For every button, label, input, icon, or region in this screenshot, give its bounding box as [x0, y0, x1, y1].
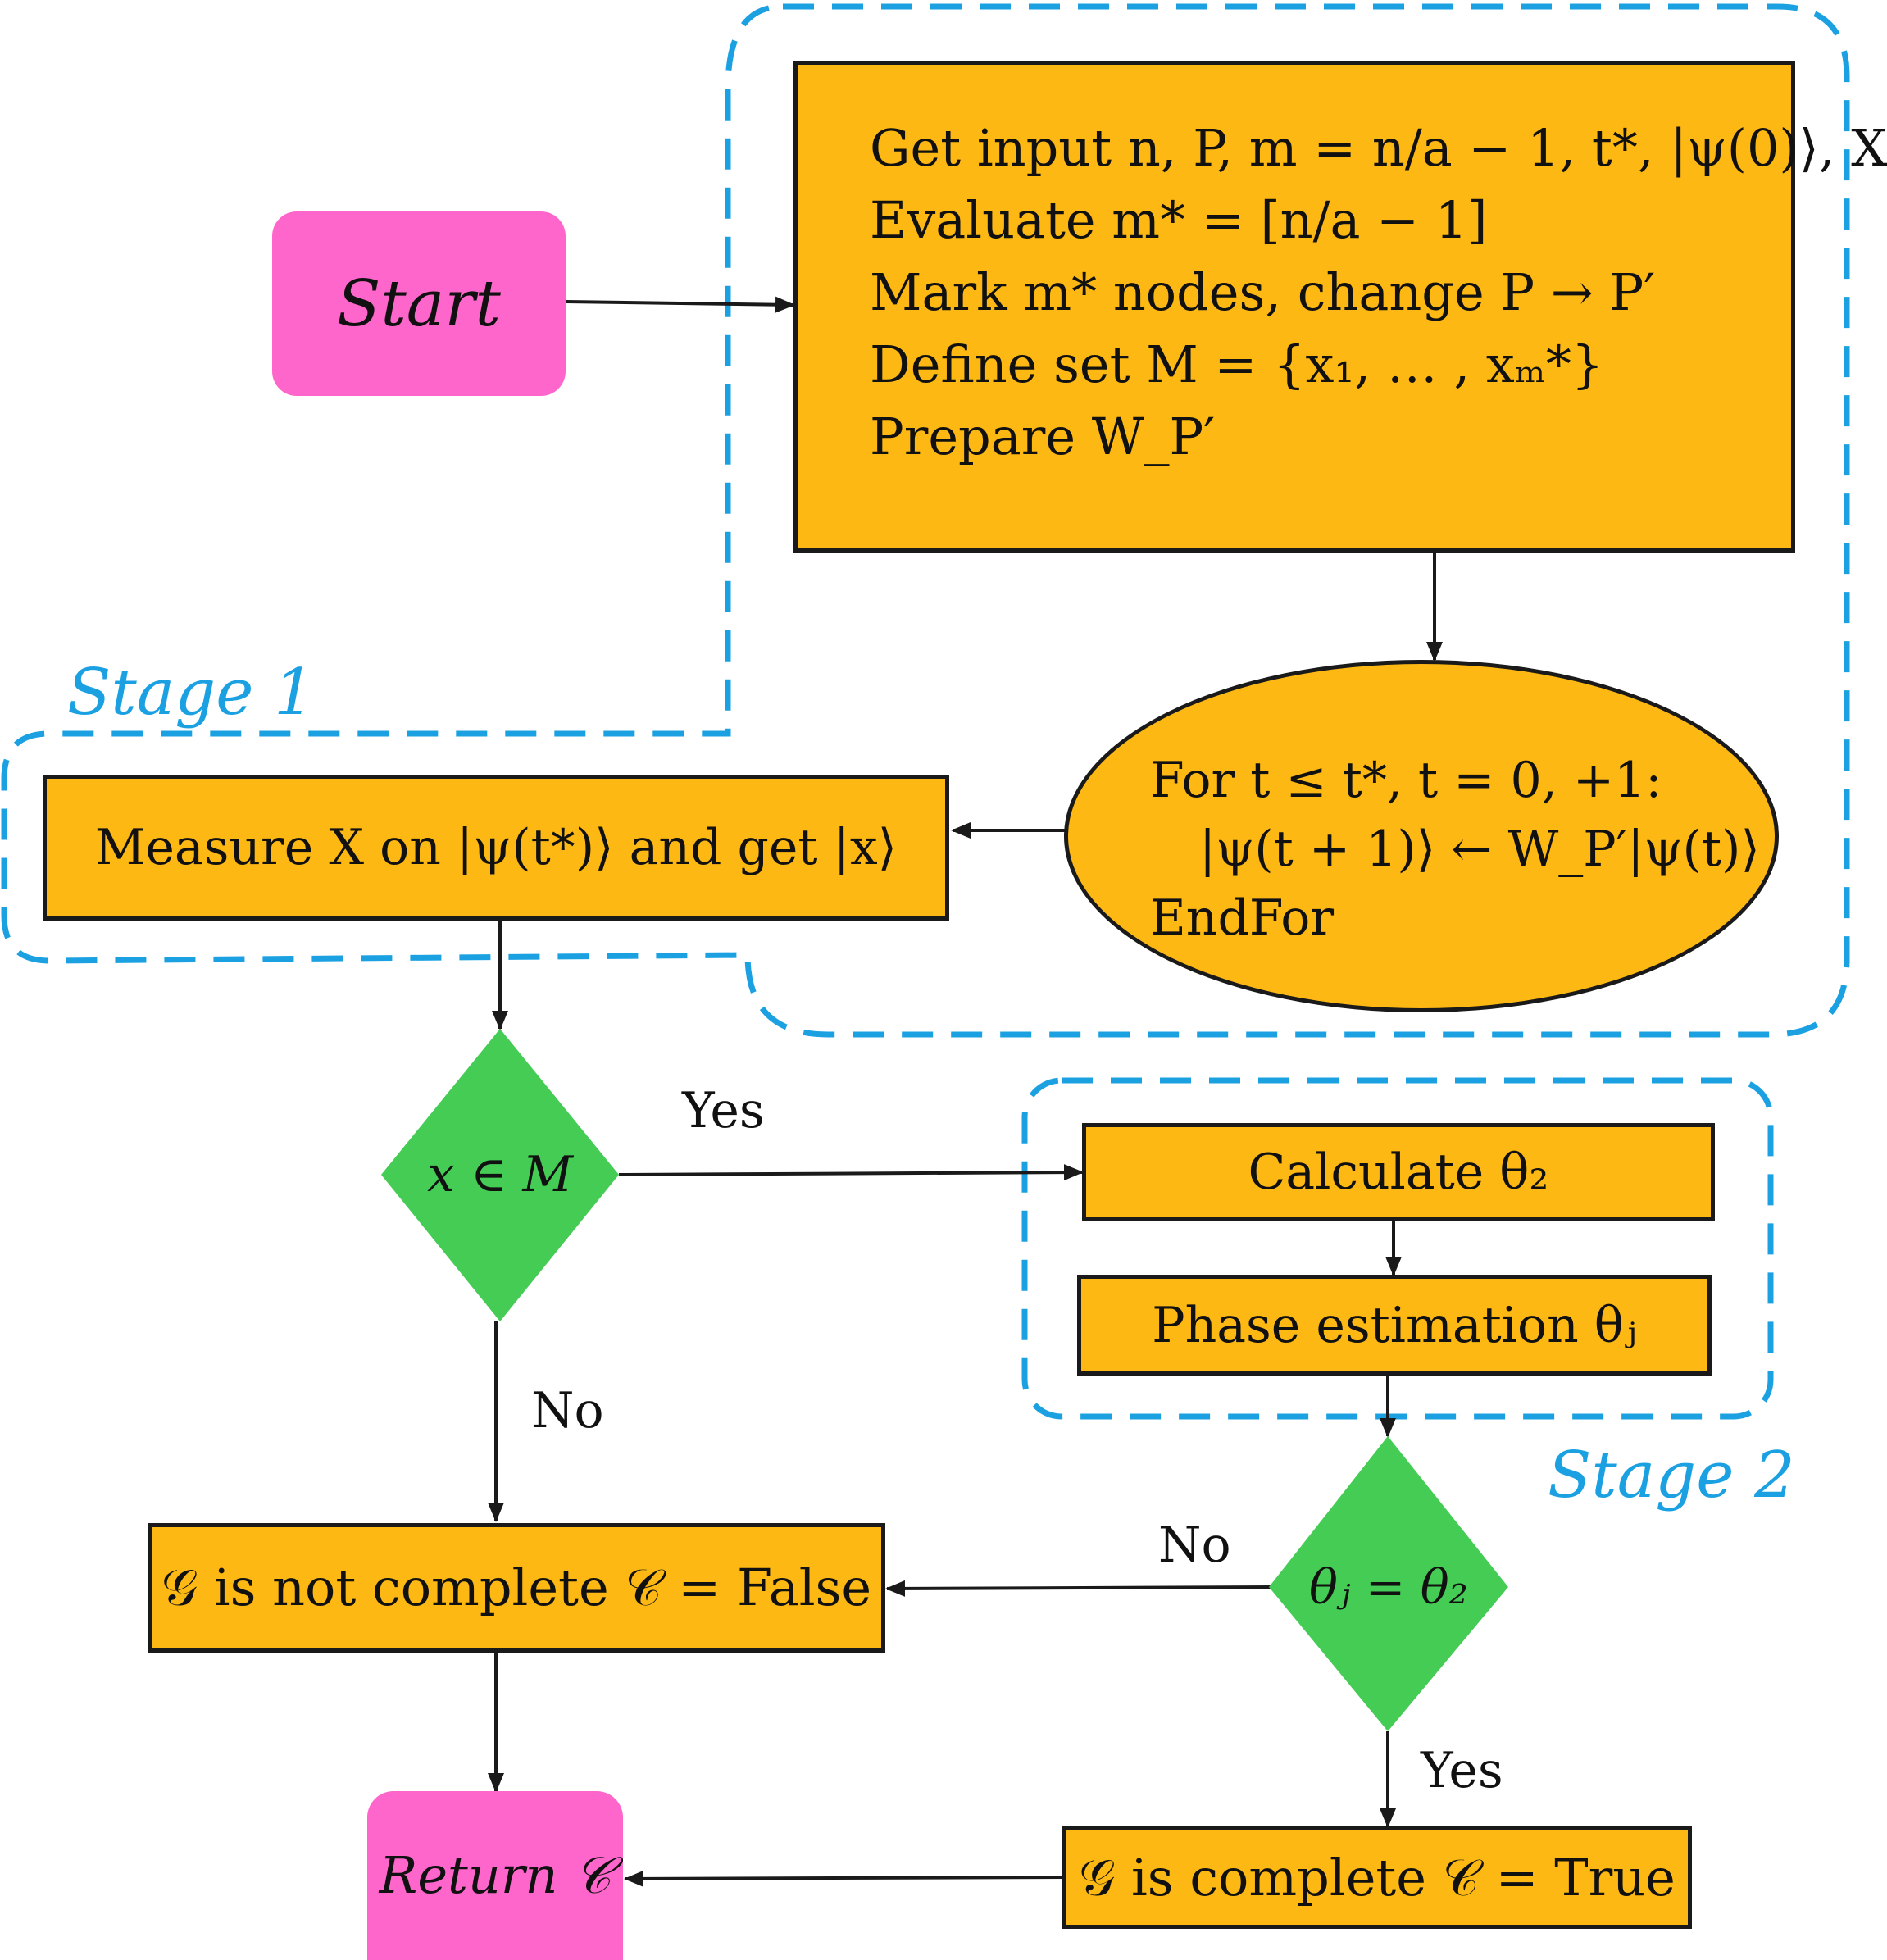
decision1-no-label: No: [531, 1382, 604, 1439]
measure-box: Measure X on |ψ(t*)⟩ and get |x⟩: [43, 775, 949, 921]
loop-line-endfor: EndFor: [1150, 889, 1335, 947]
phase-estimation-label: Phase estimation θⱼ: [1152, 1296, 1637, 1354]
init-line-define: Define set M = {x₁, … , xₘ*}: [870, 334, 1604, 394]
decision1-label: x ∈ M: [427, 1146, 573, 1203]
decision1-yes-label: Yes: [682, 1082, 765, 1139]
decision2-yes-label: Yes: [1421, 1742, 1503, 1799]
calc-theta2-box: Calculate θ₂: [1082, 1123, 1715, 1221]
calc-theta2-label: Calculate θ₂: [1248, 1144, 1549, 1201]
decision2-label: θⱼ = θ₂: [1309, 1559, 1468, 1615]
phase-estimation-box: Phase estimation θⱼ: [1077, 1275, 1712, 1376]
loop-line-update: |ψ(t + 1)⟩ ← W_P′|ψ(t)⟩: [1199, 821, 1760, 878]
complete-box: 𝒢 is complete 𝒞 = True: [1062, 1826, 1692, 1929]
loop-line-for: For t ≤ t*, t = 0, +1:: [1150, 752, 1662, 809]
edge-complete-return: [624, 1870, 1065, 1887]
decision2-no-label: No: [1158, 1517, 1231, 1574]
return-label: Return 𝒞: [379, 1845, 612, 1905]
not-complete-box: 𝒢 is not complete 𝒞 = False: [148, 1523, 885, 1653]
edge-decision1-calc: [618, 1164, 1084, 1181]
decision2-diamond: [1269, 1436, 1508, 1731]
edge-decision2-notcomplete: [885, 1580, 1273, 1597]
start-label: Start: [337, 266, 501, 341]
loop-ellipse: For t ≤ t*, t = 0, +1: |ψ(t + 1)⟩ ← W_P′…: [1064, 660, 1779, 1012]
not-complete-label: 𝒢 is not complete 𝒞 = False: [161, 1558, 872, 1617]
init-line-input: Get input n, P, m = n/a − 1, t*, |ψ(0)⟩,…: [870, 118, 1887, 178]
return-terminal: Return 𝒞: [367, 1791, 623, 1960]
init-line-prepare: Prepare W_P′: [870, 407, 1216, 466]
decision1-diamond: [381, 1029, 619, 1321]
edge-start-init: [565, 296, 795, 313]
measure-label: Measure X on |ψ(t*)⟩ and get |x⟩: [94, 819, 898, 876]
stage1-label: Stage 1: [67, 656, 315, 730]
stage2-outline: [1021, 1077, 1774, 1420]
init-line-mark: Mark m* nodes, change P → P′: [870, 262, 1656, 322]
complete-label: 𝒢 is complete 𝒞 = True: [1079, 1847, 1676, 1908]
start-terminal: Start: [272, 211, 566, 396]
init-process-box: Get input n, P, m = n/a − 1, t*, |ψ(0)⟩,…: [793, 61, 1887, 553]
init-line-evaluate: Evaluate m* = [n/a − 1]: [870, 190, 1488, 250]
stage2-label: Stage 2: [1548, 1439, 1795, 1512]
